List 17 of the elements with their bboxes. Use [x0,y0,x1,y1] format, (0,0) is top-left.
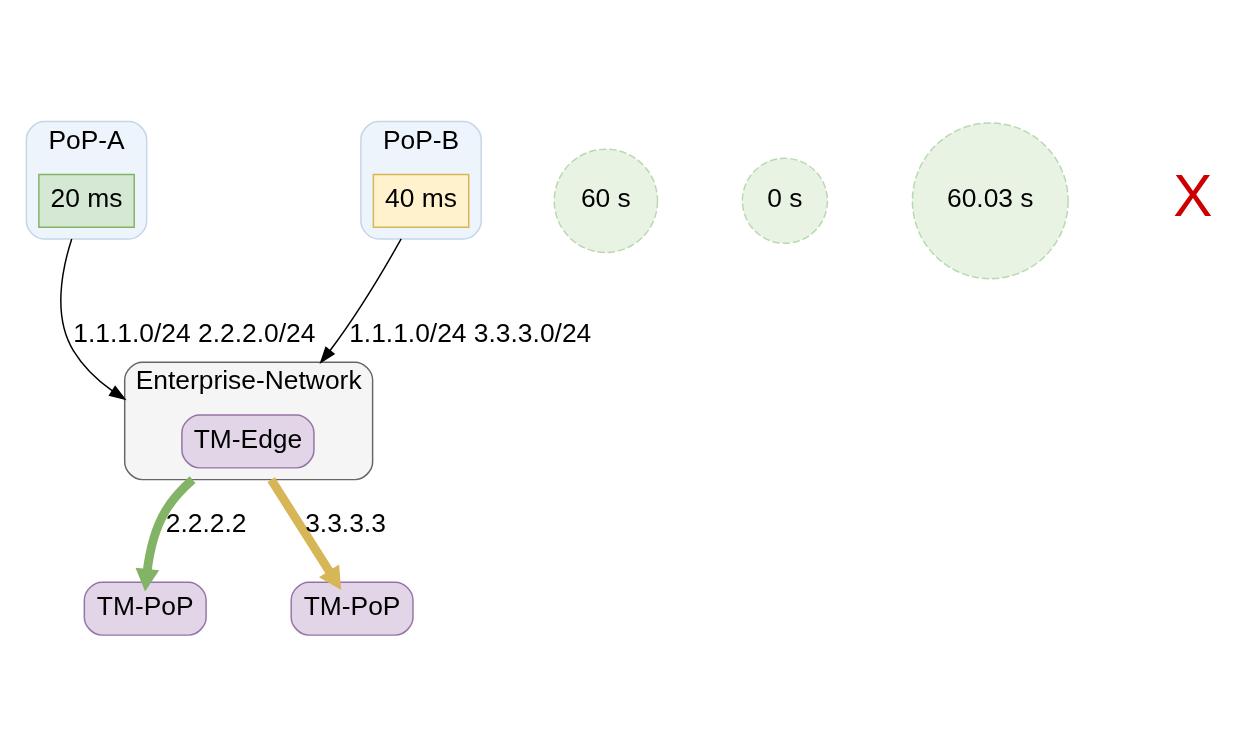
node-circle: 60.03 s [911,121,1069,279]
node-box: TM-Edge [181,413,315,469]
node-circle: 0 s [741,157,829,244]
edge-label: 3.3.3.3 [305,507,386,538]
arrow [135,475,196,592]
node-box: TM-PoP [83,581,207,636]
arrow [60,237,127,400]
edge-label: 1.1.1.0/24 2.2.2.0/24 [73,317,316,348]
edge-label: 1.1.1.0/24 3.3.3.0/24 [349,317,592,348]
arrow [319,237,402,364]
edge-label: 2.2.2.2 [165,507,247,538]
node-box: 20 ms [38,173,135,228]
node-box: TM-PoP [290,581,414,636]
node-circle: 60 s [553,147,659,253]
label: X [1173,162,1213,227]
node-box: 40 ms [372,173,470,228]
arrow [267,476,342,590]
